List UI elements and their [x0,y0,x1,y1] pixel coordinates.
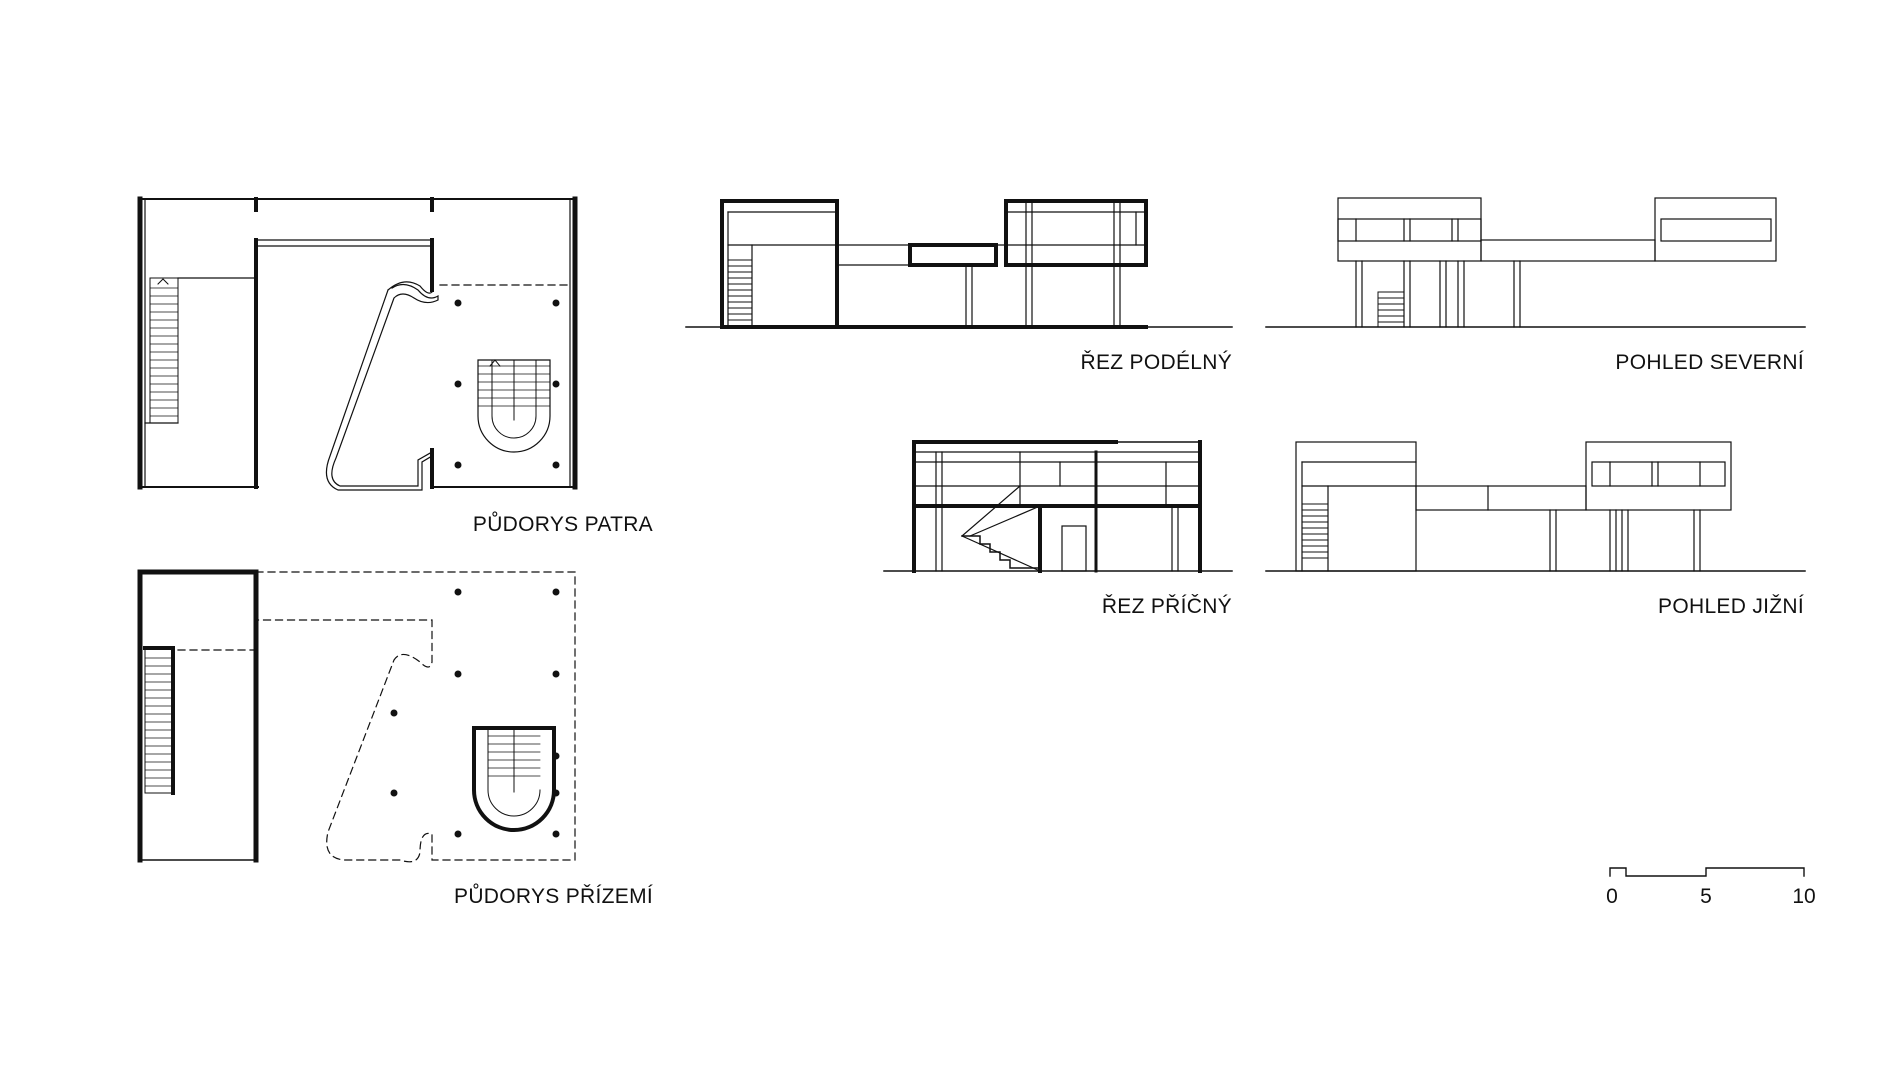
scale-tick-10: 10 [1792,885,1816,908]
plan-ground-drawing [137,569,576,863]
label-section-cross: ŘEZ PŘÍČNÝ [1101,595,1232,618]
section-long-drawing [685,199,1233,329]
label-elevation-south: POHLED JIŽNÍ [1658,595,1804,618]
plan-upper-drawing [137,196,578,491]
label-plan-ground: PŮDORYS PŘÍZEMÍ [454,885,653,908]
scale-tick-5: 5 [1700,885,1712,908]
elevation-north-drawing [1265,197,1806,328]
elevation-south-drawing [1265,441,1806,572]
label-section-long: ŘEZ PODÉLNÝ [1080,351,1232,374]
label-elevation-north: POHLED SEVERNÍ [1615,351,1804,374]
scale-tick-0: 0 [1606,885,1618,908]
scale-bar [1609,867,1805,877]
label-plan-upper: PŮDORYS PATRA [472,513,653,536]
section-cross-drawing [883,440,1233,573]
